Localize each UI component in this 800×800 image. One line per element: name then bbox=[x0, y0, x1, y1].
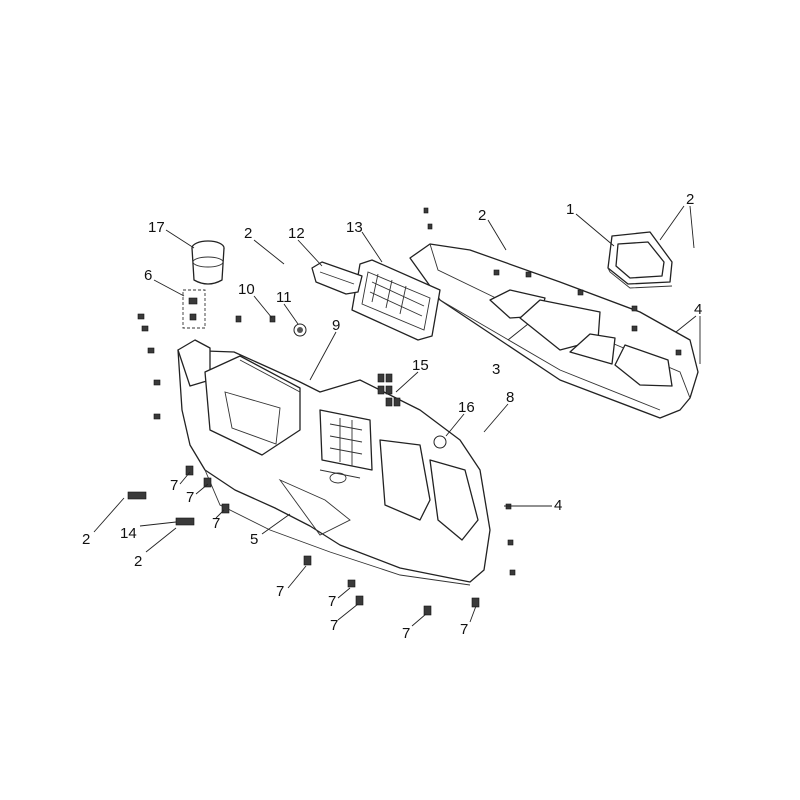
callout-7-a: 7 bbox=[170, 477, 178, 494]
callout-7-d: 7 bbox=[276, 583, 284, 600]
callout-1: 1 bbox=[566, 201, 574, 218]
upper-dash-panel bbox=[409, 243, 699, 419]
callout-2-top-center: 2 bbox=[478, 207, 486, 224]
callout-4-right: 4 bbox=[694, 301, 702, 318]
clip-assembly bbox=[182, 289, 206, 329]
callout-2-top-right: 2 bbox=[686, 191, 694, 208]
callout-2-bottom-left-a: 2 bbox=[82, 531, 90, 548]
callout-12: 12 bbox=[288, 225, 305, 242]
callout-7-h: 7 bbox=[460, 621, 468, 638]
callout-2-left: 2 bbox=[244, 225, 252, 242]
cup-holder bbox=[191, 240, 225, 285]
callout-7-g: 7 bbox=[402, 625, 410, 642]
callout-16: 16 bbox=[458, 399, 475, 416]
gauge-bezel bbox=[607, 231, 673, 289]
callout-6: 6 bbox=[144, 267, 152, 284]
leader-lines bbox=[93, 205, 701, 627]
callout-7-f: 7 bbox=[330, 617, 338, 634]
callout-15: 15 bbox=[412, 357, 429, 374]
fasteners bbox=[127, 207, 682, 616]
callout-3: 3 bbox=[492, 361, 500, 378]
callout-4-center-right: 4 bbox=[554, 497, 562, 514]
callout-labels: 1 2 2 2 2 2 3 4 4 5 6 7 7 7 7 7 7 7 7 7 … bbox=[82, 191, 702, 642]
callout-7-e: 7 bbox=[328, 593, 336, 610]
callout-14: 14 bbox=[120, 525, 137, 542]
callout-10: 10 bbox=[238, 281, 255, 298]
lower-dash-body bbox=[177, 339, 491, 586]
hinge-bracket bbox=[311, 261, 363, 295]
callout-17: 17 bbox=[148, 219, 165, 236]
callout-2-bottom-left-b: 2 bbox=[134, 553, 142, 570]
callout-13: 13 bbox=[346, 219, 363, 236]
callout-8: 8 bbox=[506, 389, 514, 406]
callout-7-c: 7 bbox=[212, 515, 220, 532]
callout-7-b: 7 bbox=[186, 489, 194, 506]
callout-11: 11 bbox=[276, 289, 292, 306]
callout-9: 9 bbox=[332, 317, 340, 334]
storage-lid bbox=[351, 259, 441, 341]
callout-5: 5 bbox=[250, 531, 258, 548]
